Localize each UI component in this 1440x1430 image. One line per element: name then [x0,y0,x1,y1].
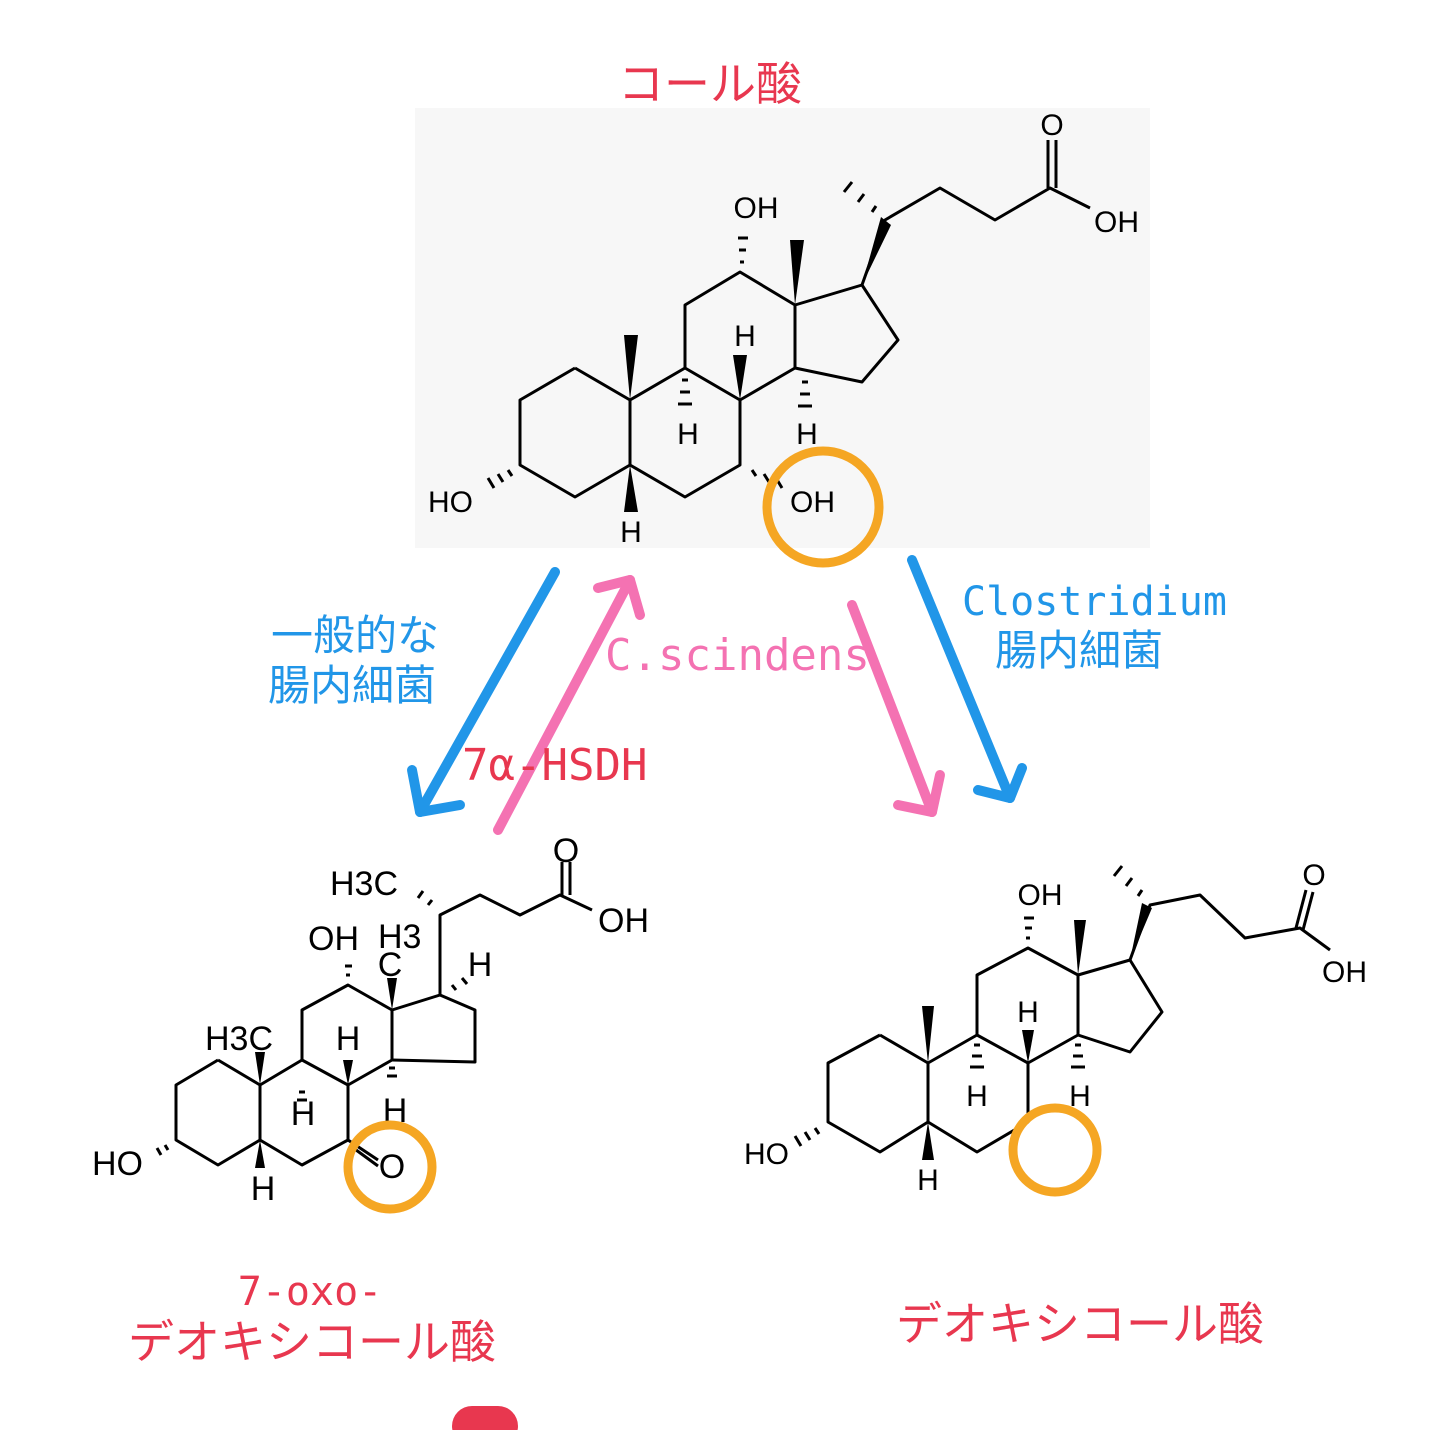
atom-h: H [336,1020,361,1058]
atom-h3c: H3C [205,1020,273,1058]
atom-h: H [1069,1080,1091,1113]
deoxycholic-acid-wedges [922,903,1152,1160]
cholic-acid-panel [415,108,1150,548]
red-pill-icon [452,1406,518,1430]
arrow-right-blue [907,555,1027,803]
enzyme-label: 7α-HSDH [462,740,647,791]
atom-oh: OH [1018,879,1063,912]
arrow-right-pink [847,600,945,817]
organism-label: C.scindens [605,630,870,681]
cholic-acid-wedges [624,217,891,512]
atom-h3c: H3C [330,865,398,903]
atom-o: O [1040,109,1063,142]
highlight-missing-7-oh-circle [1008,1103,1102,1197]
atom-h: H [734,320,756,353]
oxo-acid-atoms: O OH H3C OH H3 C H H3C H H H HO O H [92,832,649,1208]
atom-o: O [553,832,579,870]
oxo-acid-hashes [155,890,469,1156]
cholic-acid-atoms: O OH OH H H H HO OH H [428,109,1139,549]
atom-h: H [796,418,818,451]
atom-h: H [620,516,642,549]
left-arrow-label-line1: 一般的な [271,611,439,660]
deoxycholic-acid-hashes [793,865,1144,1147]
atom-h: H [468,946,493,984]
highlight-7-oh-circle [762,446,884,568]
left-arrow-label-line2: 腸内細菌 [268,661,436,710]
atom-oh: OH [598,902,649,940]
right-arrow-label-line2: 腸内細菌 [995,626,1163,675]
highlight-7-oxo-circle [343,1120,437,1214]
cholic-acid-label: コール酸 [618,57,802,111]
atom-o: O [1302,859,1325,892]
atom-h: H [677,418,699,451]
deoxycholic-acid-label: デオキシコール酸 [896,1297,1264,1351]
atom-ho: HO [428,486,473,519]
atom-oh: OH [734,192,779,225]
atom-h: H [966,1080,988,1113]
atom-oh: OH [790,486,835,519]
oxo-acid-label-line1: 7-oxo- [238,1269,383,1315]
atom-c: C [378,946,403,984]
atom-oh: OH [308,920,359,958]
arrow-up-pink [493,575,645,835]
atom-o: O [379,1148,405,1186]
atom-oh: OH [1322,956,1367,989]
atom-h: H [291,1095,316,1133]
atom-ho: HO [92,1145,143,1183]
atom-h: H [917,1164,939,1197]
deoxycholic-acid-atoms: O OH OH H H H HO H [744,859,1367,1197]
atom-h3: H3 [378,918,421,956]
atom-h: H [1017,996,1039,1029]
atom-h: H [251,1170,276,1208]
oxo-acid-label-line2: デオキシコール酸 [128,1315,496,1369]
arrow-left-blue [407,567,560,817]
atom-ho: HO [744,1138,789,1171]
right-arrow-label-line1: Clostridium [962,579,1227,625]
atom-oh: OH [1094,206,1139,239]
oxo-acid-wedges [255,978,397,1168]
